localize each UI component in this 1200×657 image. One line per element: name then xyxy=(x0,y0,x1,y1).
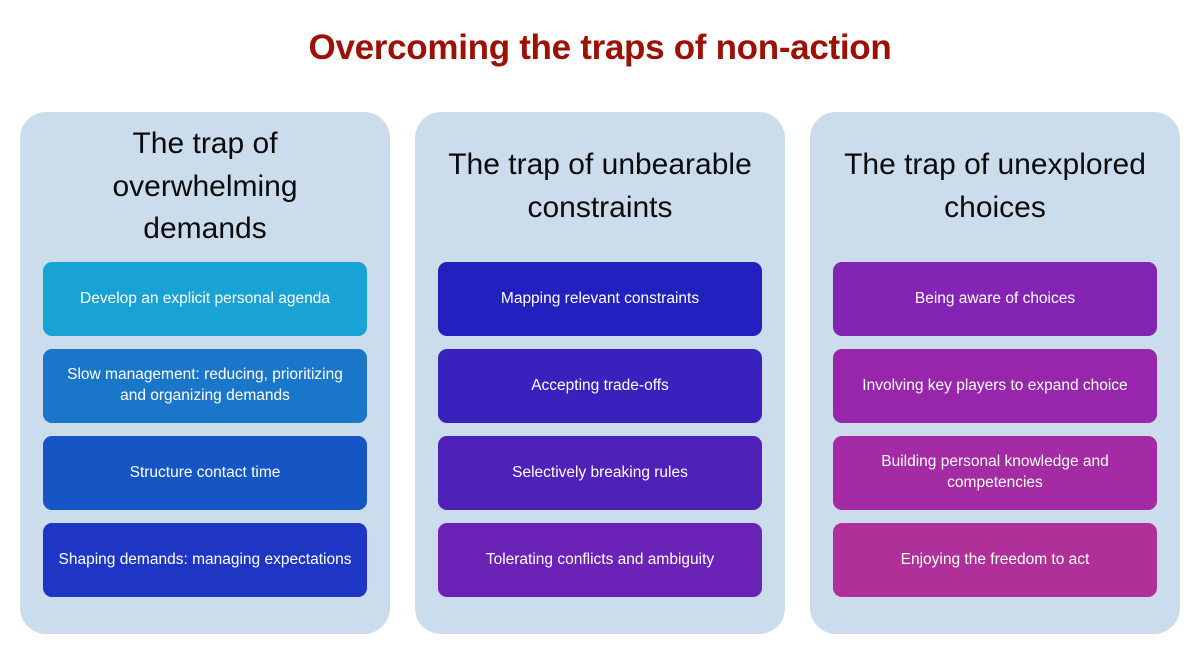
column-title: The trap of overwhelming demands xyxy=(112,127,298,246)
tile-item[interactable]: Tolerating conflicts and ambiguity xyxy=(438,523,762,597)
trap-columns: The trap of overwhelming demands Develop… xyxy=(20,112,1180,634)
column-title: The trap of unexplored choices xyxy=(844,148,1146,224)
column-unexplored-choices: The trap of unexplored choices Being awa… xyxy=(810,112,1180,634)
tile-label: Involving key players to expand choice xyxy=(862,376,1128,394)
tile-label: Selectively breaking rules xyxy=(512,463,688,481)
tile-label: Tolerating conflicts and ambiguity xyxy=(485,550,715,568)
column-unbearable-constraints: The trap of unbearable constraints Mappi… xyxy=(415,112,785,634)
tile-label: Enjoying the freedom to act xyxy=(900,550,1090,568)
tile-item[interactable]: Involving key players to expand choice xyxy=(833,349,1157,423)
tile-item[interactable]: Slow management: reducing, prioritizing … xyxy=(43,349,367,423)
tile-item[interactable]: Structure contact time xyxy=(43,436,367,510)
page-title: Overcoming the traps of non-action xyxy=(308,28,892,67)
tile-label: Shaping demands: managing expectations xyxy=(58,550,352,568)
tile-list: Mapping relevant constraints Accepting t… xyxy=(438,262,762,597)
tile-list: Develop an explicit personal agenda Slow… xyxy=(43,262,367,597)
tile-label: Building personal knowledge and competen… xyxy=(881,453,1109,491)
tile-item[interactable]: Mapping relevant constraints xyxy=(438,262,762,336)
tile-item[interactable]: Enjoying the freedom to act xyxy=(833,523,1157,597)
tile-item[interactable]: Shaping demands: managing expectations xyxy=(43,523,367,597)
tile-item[interactable]: Develop an explicit personal agenda xyxy=(43,262,367,336)
tile-label: Structure contact time xyxy=(129,463,281,481)
tile-label: Mapping relevant constraints xyxy=(500,289,700,307)
tile-item[interactable]: Being aware of choices xyxy=(833,262,1157,336)
tile-item[interactable]: Accepting trade-offs xyxy=(438,349,762,423)
column-overwhelming-demands: The trap of overwhelming demands Develop… xyxy=(20,112,390,634)
tile-list: Being aware of choices Involving key pla… xyxy=(833,262,1157,597)
tile-label: Accepting trade-offs xyxy=(531,376,669,394)
tile-label: Being aware of choices xyxy=(914,289,1076,307)
tile-label: Develop an explicit personal agenda xyxy=(80,289,330,307)
tile-label: Slow management: reducing, prioritizing … xyxy=(67,366,343,404)
column-title: The trap of unbearable constraints xyxy=(448,148,752,224)
tile-item[interactable]: Building personal knowledge and competen… xyxy=(833,436,1157,510)
tile-item[interactable]: Selectively breaking rules xyxy=(438,436,762,510)
